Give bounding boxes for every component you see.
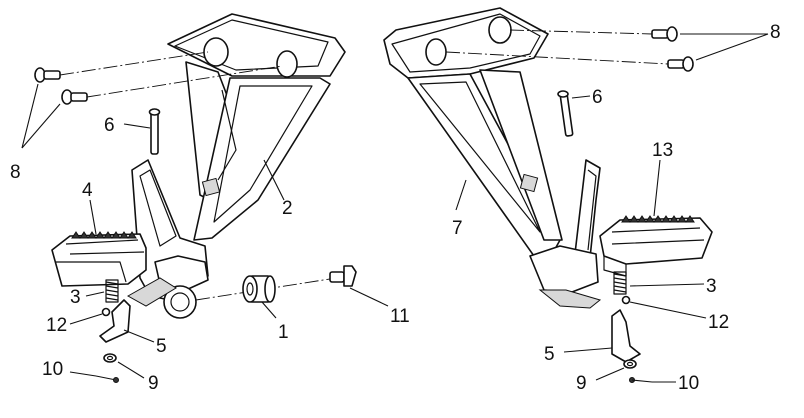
right-plate-5	[611, 309, 641, 363]
right-bolt-8a	[509, 26, 678, 42]
callout-left-spring: 3	[70, 287, 81, 308]
right-washer-9	[623, 359, 637, 369]
callout-right-washer: 9	[576, 373, 587, 394]
callout-right-footpeg: 13	[652, 140, 673, 161]
callout-right-pin: 6	[592, 87, 603, 108]
right-spring-3	[613, 271, 627, 295]
left-bolt-8a	[34, 51, 209, 83]
center-bolt-11	[329, 265, 357, 287]
callout-left-bolts: 8	[10, 162, 21, 183]
right-screw-10	[629, 377, 653, 383]
callout-left-pin: 6	[104, 115, 115, 136]
callout-right-screw: 10	[678, 373, 699, 394]
right-footpeg-13	[599, 215, 713, 277]
callout-right-bracket: 7	[452, 218, 463, 239]
left-bracket-2	[126, 13, 346, 319]
left-spring-3	[105, 279, 119, 303]
left-bolt-8b	[61, 65, 283, 105]
spacer-1	[242, 275, 276, 303]
left-plate-5	[99, 299, 131, 343]
right-washer-12	[621, 295, 631, 305]
callout-left-bracket: 2	[282, 198, 293, 219]
left-washer-12	[101, 307, 111, 317]
left-washer-9	[103, 353, 117, 363]
callout-left-washer-hole: 12	[46, 315, 67, 336]
right-bracket-7	[383, 7, 602, 309]
left-footpeg-4	[51, 231, 147, 287]
callout-right-plate: 5	[544, 344, 555, 365]
callout-left-plate: 5	[156, 336, 167, 357]
left-pin-6	[148, 108, 161, 155]
callout-spacer: 1	[278, 322, 289, 343]
callout-left-washer: 9	[148, 373, 159, 394]
callout-left-footpeg: 4	[82, 180, 93, 201]
right-bolt-8b	[445, 51, 694, 72]
callout-right-washer-hole: 12	[708, 312, 729, 333]
callout-left-screw: 10	[42, 359, 63, 380]
left-screw-10	[95, 375, 119, 383]
callout-right-spring: 3	[706, 276, 717, 297]
callout-right-bolts: 8	[770, 22, 781, 43]
callout-center-bolt: 11	[390, 306, 410, 327]
right-pin-6	[557, 90, 574, 137]
